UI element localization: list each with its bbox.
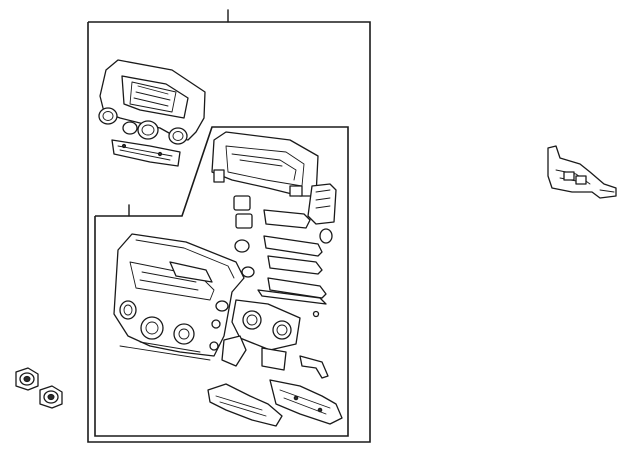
sub-assembly-outline-icon	[94, 126, 349, 437]
loose-knobs-icon	[15, 367, 63, 409]
knob-set-icon	[221, 299, 329, 379]
control-panel-assembly-icon	[87, 9, 371, 443]
bracket-icon	[547, 145, 617, 199]
switch-set-icon	[233, 183, 337, 305]
lower-trim-icon	[207, 379, 343, 427]
upper-bezel-icon	[98, 59, 206, 167]
front-panel-icon	[113, 233, 245, 361]
display-housing-icon	[211, 131, 319, 197]
